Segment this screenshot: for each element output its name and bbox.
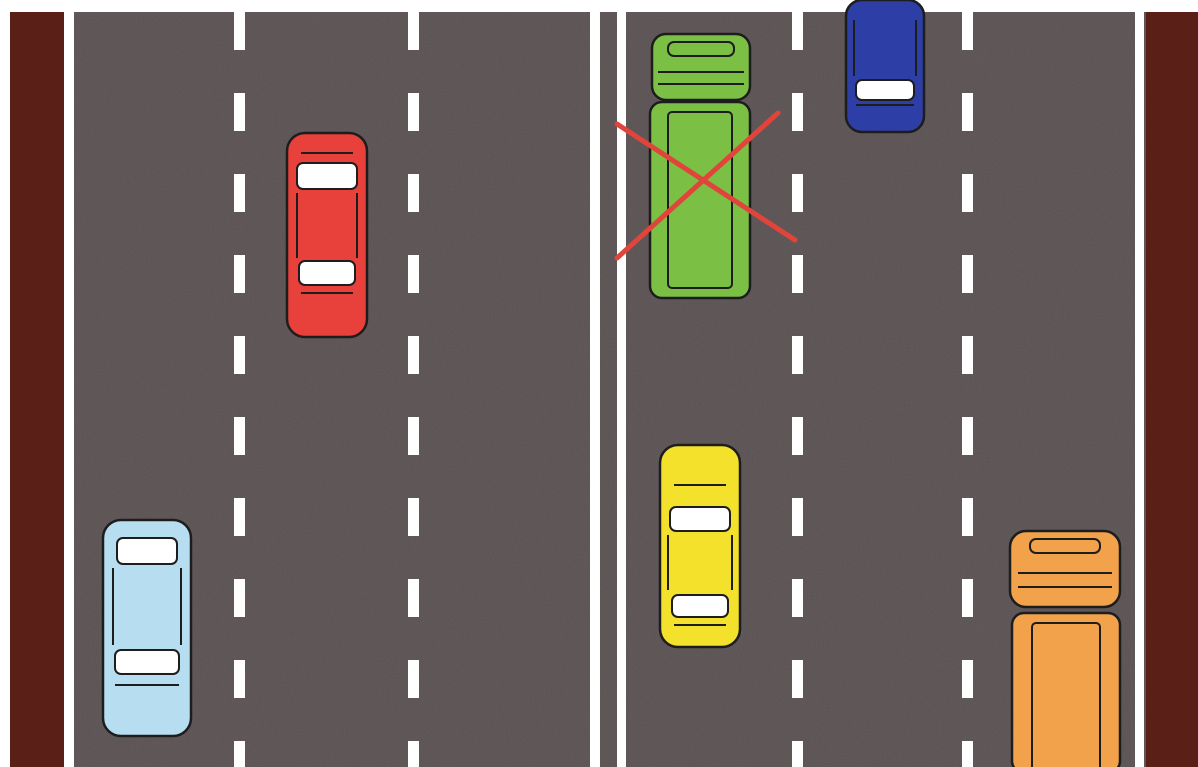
green-truck	[650, 34, 750, 298]
lane-divider-right-1-dash	[792, 174, 803, 212]
lane-divider-left-2-dash	[408, 93, 419, 131]
lane-divider-right-2-dash	[962, 12, 973, 50]
orange-truck	[1010, 531, 1120, 767]
right-shoulder	[1146, 12, 1198, 767]
lane-divider-right-2-dash	[962, 417, 973, 455]
lane-divider-right-1-dash	[792, 417, 803, 455]
lane-divider-left-2-dash	[408, 174, 419, 212]
lane-divider-left-1-dash	[234, 336, 245, 374]
lane-divider-left-1-dash	[234, 255, 245, 293]
lane-divider-right-1-dash	[792, 579, 803, 617]
lane-divider-right-1-dash	[792, 660, 803, 698]
lane-divider-right-2-dash	[962, 174, 973, 212]
lane-divider-left-2-dash	[408, 660, 419, 698]
lane-divider-right-2-dash	[962, 660, 973, 698]
lane-divider-right-2-dash	[962, 741, 973, 767]
lane-divider-left-1-dash	[234, 93, 245, 131]
median-line-left	[590, 12, 599, 767]
lane-divider-left-1-dash	[234, 174, 245, 212]
red-car	[287, 133, 367, 337]
edge-line-left	[64, 12, 74, 767]
lane-divider-right-2-dash	[962, 255, 973, 293]
lane-divider-right-1-dash	[792, 93, 803, 131]
lane-divider-left-2-dash	[408, 336, 419, 374]
lane-divider-right-1-dash	[792, 498, 803, 536]
blue-car	[846, 0, 924, 132]
lane-divider-left-1-dash	[234, 660, 245, 698]
light-blue-car	[103, 520, 191, 736]
yellow-car	[660, 445, 740, 647]
lane-divider-right-2-dash	[962, 579, 973, 617]
lane-divider-right-1-dash	[792, 741, 803, 767]
lane-divider-left-1-dash	[234, 498, 245, 536]
lane-divider-right-1-dash	[792, 336, 803, 374]
lane-divider-right-2-dash	[962, 93, 973, 131]
lane-divider-left-2-dash	[408, 741, 419, 767]
lane-divider-left-2-dash	[408, 579, 419, 617]
lane-divider-left-2-dash	[408, 255, 419, 293]
lane-divider-right-2-dash	[962, 498, 973, 536]
lane-divider-left-2-dash	[408, 417, 419, 455]
edge-line-right	[1135, 12, 1144, 767]
lane-divider-right-1-dash	[792, 12, 803, 50]
lane-divider-left-1-dash	[234, 741, 245, 767]
lane-divider-left-1-dash	[234, 12, 245, 50]
lane-divider-left-1-dash	[234, 417, 245, 455]
lane-divider-right-2-dash	[962, 336, 973, 374]
lane-divider-left-2-dash	[408, 498, 419, 536]
lane-divider-left-1-dash	[234, 579, 245, 617]
lane-divider-left-2-dash	[408, 12, 419, 50]
lane-divider-right-1-dash	[792, 255, 803, 293]
left-shoulder	[10, 12, 64, 767]
